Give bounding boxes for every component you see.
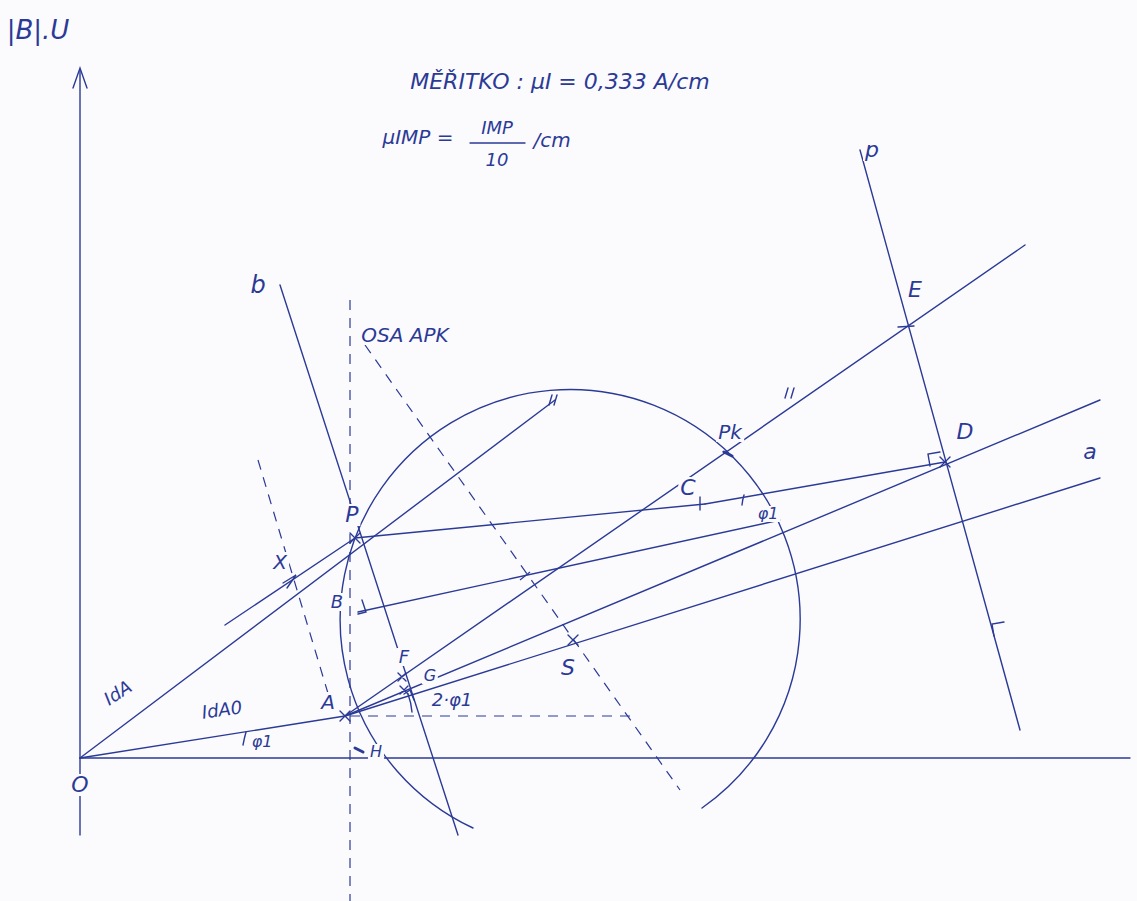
point-label: B xyxy=(329,593,345,611)
angle-arc xyxy=(742,495,744,505)
dashed-line xyxy=(258,460,330,700)
current-vector xyxy=(80,400,555,758)
line-b-point xyxy=(358,520,780,612)
point-label: /cm xyxy=(531,130,572,150)
point-label: MĚŘITKO : μI = 0,333 A/cm xyxy=(408,71,712,93)
point-label: O xyxy=(69,774,90,796)
point-label: A xyxy=(319,692,337,712)
point-label: IMP xyxy=(479,119,515,137)
tick xyxy=(520,572,530,580)
axis-apk xyxy=(365,345,680,790)
dashed-vertical xyxy=(349,300,350,901)
point-label: X xyxy=(271,552,289,572)
line-ad xyxy=(345,400,1100,716)
point-label: P xyxy=(343,504,360,526)
axis-arrow xyxy=(73,68,87,88)
point-label: C xyxy=(678,477,697,499)
point-label: S xyxy=(559,657,577,679)
angle-arc xyxy=(243,732,246,745)
line-a xyxy=(345,478,1100,716)
parallel-line xyxy=(225,538,355,625)
tick xyxy=(549,395,552,405)
point-label: a xyxy=(1081,441,1098,463)
point-label: |B|.U xyxy=(5,17,72,43)
point-label: H xyxy=(368,744,384,760)
tick xyxy=(699,497,700,510)
tick xyxy=(791,388,794,398)
point-label: 10 xyxy=(484,151,511,169)
point-mark xyxy=(724,452,732,456)
line-cd xyxy=(705,462,945,504)
point-label: G xyxy=(422,668,438,684)
point-label: D xyxy=(955,421,976,443)
tick xyxy=(554,395,557,405)
angle-arc xyxy=(408,694,412,712)
point-label: b xyxy=(248,273,267,297)
line-pc xyxy=(355,504,705,538)
point-label: IdA xyxy=(99,676,137,709)
point-label: F xyxy=(397,648,411,666)
vertical-axis xyxy=(79,70,80,835)
tick xyxy=(785,388,788,398)
right-angle xyxy=(358,600,366,614)
current-vector xyxy=(80,716,345,758)
horizontal-axis xyxy=(80,757,1130,758)
line-p xyxy=(860,150,1020,730)
point-label: OSA APK xyxy=(359,325,450,345)
point-mark xyxy=(355,748,363,752)
point-label: IdA0 xyxy=(199,698,246,722)
point-mark xyxy=(350,533,360,543)
point-mark xyxy=(940,457,950,467)
right-angle xyxy=(928,452,940,466)
point-mark xyxy=(340,711,350,721)
point-mark xyxy=(398,673,406,681)
dashed-horizontal xyxy=(350,715,630,716)
line-af xyxy=(345,245,1025,716)
point-label: 2·φ1 xyxy=(430,691,475,709)
point-label: p xyxy=(863,139,881,161)
right-angle xyxy=(992,622,1004,636)
point-label: Pk xyxy=(716,422,744,442)
line-b xyxy=(280,285,458,835)
point-label: φ1 xyxy=(756,506,781,522)
circle-arc xyxy=(340,390,800,828)
point-label: E xyxy=(906,279,924,301)
fraction-bar xyxy=(470,142,525,143)
point-label: μIMP = xyxy=(380,127,455,147)
point-mark xyxy=(400,686,408,694)
point-label: φ1 xyxy=(250,734,275,750)
tick xyxy=(898,326,914,327)
